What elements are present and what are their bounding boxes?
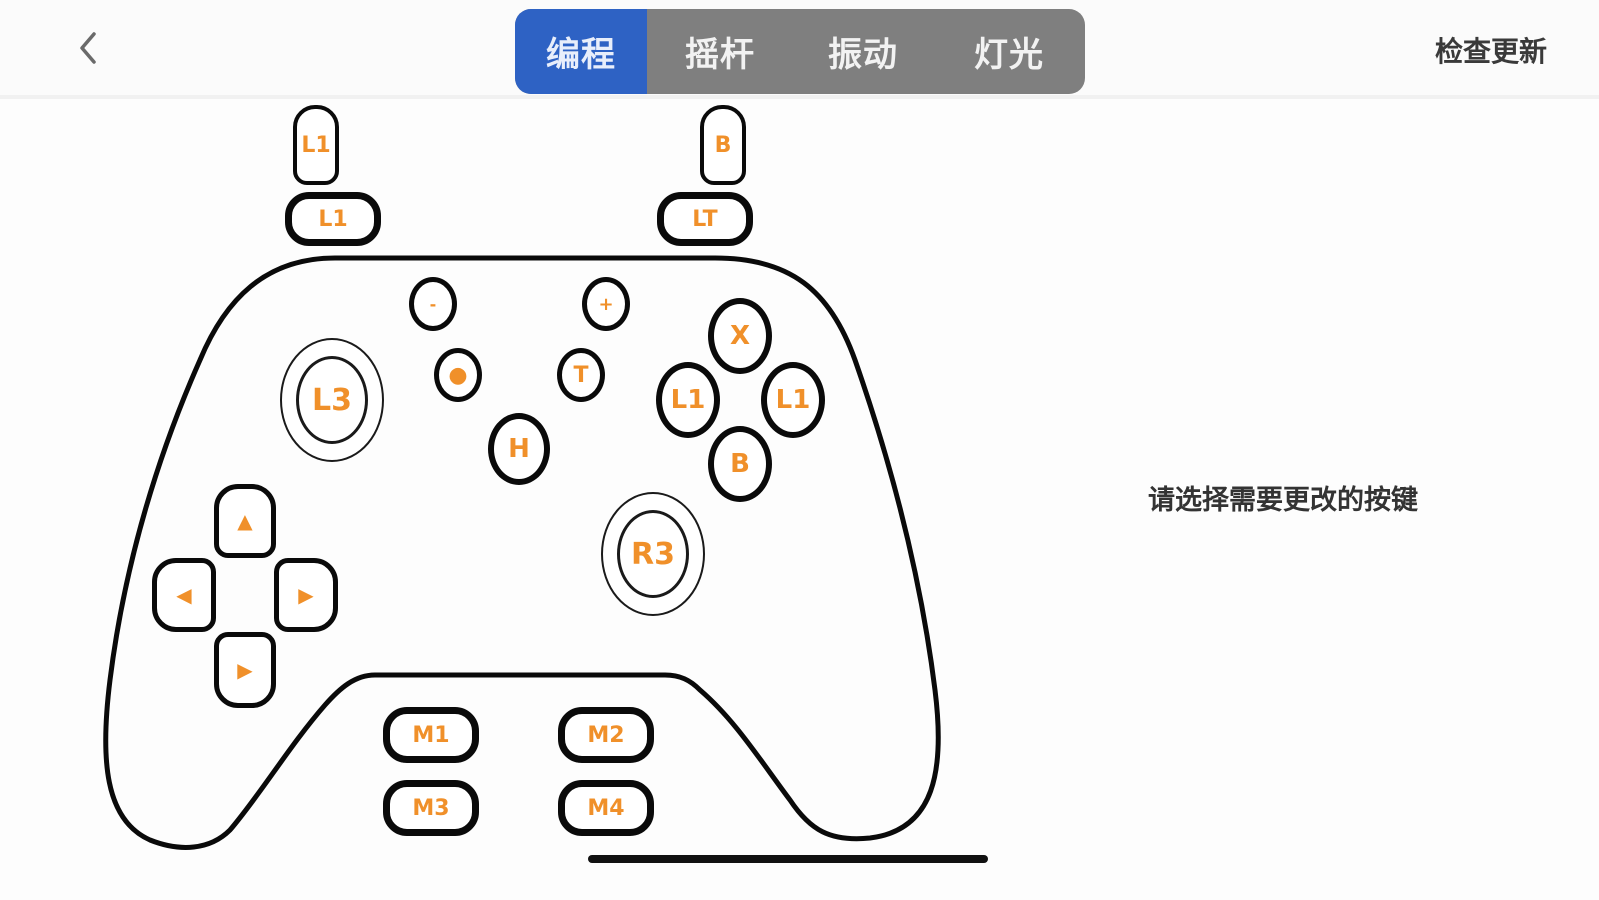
tab-programming[interactable]: 编程	[515, 9, 647, 94]
arrow-up-icon: ▲	[237, 509, 253, 533]
tab-segment-control: 编程 摇杆 振动 灯光	[515, 9, 1085, 94]
minus-button[interactable]: -	[409, 277, 457, 331]
dpad-left-button[interactable]: ◀	[152, 558, 216, 632]
macro-button-m4[interactable]: M4	[558, 780, 654, 836]
plus-button[interactable]: +	[582, 277, 630, 331]
face-button-right[interactable]: L1	[761, 362, 825, 438]
right-stick[interactable]: R3	[601, 492, 705, 616]
select-key-hint: 请选择需要更改的按键	[1148, 485, 1418, 516]
arrow-left-icon: ◀	[176, 583, 192, 607]
tab-joystick[interactable]: 摇杆	[685, 35, 755, 75]
arrow-right-icon: ▶	[298, 583, 314, 607]
left-stick-label: L3	[296, 356, 368, 444]
macro-button-m1[interactable]: M1	[383, 707, 479, 763]
tab-vibration[interactable]: 振动	[828, 35, 898, 75]
chevron-left-icon	[80, 32, 96, 64]
face-button-left[interactable]: L1	[656, 362, 720, 438]
home-button[interactable]: H	[488, 413, 550, 485]
right-trigger-button[interactable]: B	[700, 105, 746, 185]
left-stick[interactable]: L3	[280, 338, 384, 462]
dpad-right-button[interactable]: ▶	[274, 558, 338, 632]
left-trigger-button[interactable]: L1	[293, 105, 339, 185]
right-bumper-button[interactable]: LT	[657, 192, 753, 246]
dpad-down-button[interactable]: ▶	[214, 632, 276, 708]
arrow-right-icon: ▶	[237, 658, 253, 682]
face-button-x[interactable]: X	[708, 298, 772, 374]
top-bar: 编程 摇杆 振动 灯光 检查更新	[0, 0, 1599, 99]
macro-button-m2[interactable]: M2	[558, 707, 654, 763]
right-stick-label: R3	[617, 510, 689, 598]
check-update-button[interactable]: 检查更新	[1434, 35, 1547, 68]
macro-button-m3[interactable]: M3	[383, 780, 479, 836]
left-bumper-button[interactable]: L1	[285, 192, 381, 246]
home-indicator-bar[interactable]	[588, 855, 988, 863]
dpad-up-button[interactable]: ▲	[214, 484, 276, 558]
controller-outline	[103, 255, 941, 850]
face-button-b[interactable]: B	[708, 426, 772, 502]
tab-lighting[interactable]: 灯光	[974, 35, 1044, 75]
capture-button[interactable]: ●	[434, 348, 482, 402]
back-button[interactable]	[68, 28, 108, 68]
turbo-button[interactable]: T	[557, 348, 605, 402]
